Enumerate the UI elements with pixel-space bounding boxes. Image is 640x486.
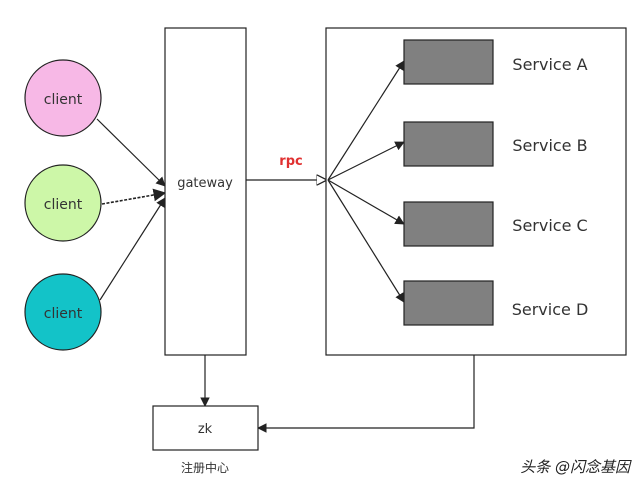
gateway-label: gateway [177,176,233,191]
registry-node: zk 注册中心 [152,405,259,475]
edge-client-1-gateway [96,118,166,187]
edge-services-zk [257,355,475,433]
service-b: Service B [403,121,588,167]
service-label: Service A [512,55,587,74]
service-a: Service A [403,39,588,85]
registry-caption: 注册中心 [181,460,229,475]
service-label: Service D [512,300,589,319]
client-label: client [44,306,83,322]
edge-to-service-b [327,141,405,181]
gateway-box [164,27,247,356]
zk-box [152,405,259,451]
service-box [403,201,494,247]
service-label: Service C [512,216,587,235]
edge-client-3-gateway [99,197,166,301]
rpc-label: rpc [279,154,302,169]
service-d: Service D [403,280,589,326]
edge-to-service-a [327,60,405,181]
service-c: Service C [403,201,588,247]
client-circle [24,164,102,242]
client-circle [24,59,102,137]
zk-label: zk [198,422,213,437]
watermark: 头条 @闪念基因 [520,458,632,476]
service-box [403,280,494,326]
service-box [403,39,494,85]
client-node-3: client [24,273,102,351]
service-box [403,121,494,167]
client-circle [24,273,102,351]
client-node-1: client [24,59,102,137]
client-label: client [44,197,83,213]
edge-client-2-gateway [101,188,167,205]
client-label: client [44,92,83,108]
edge-to-service-c [327,179,405,225]
edge-to-service-d [327,179,405,303]
service-label: Service B [512,136,587,155]
client-node-2: client [24,164,102,242]
gateway-node: gateway [164,27,247,356]
